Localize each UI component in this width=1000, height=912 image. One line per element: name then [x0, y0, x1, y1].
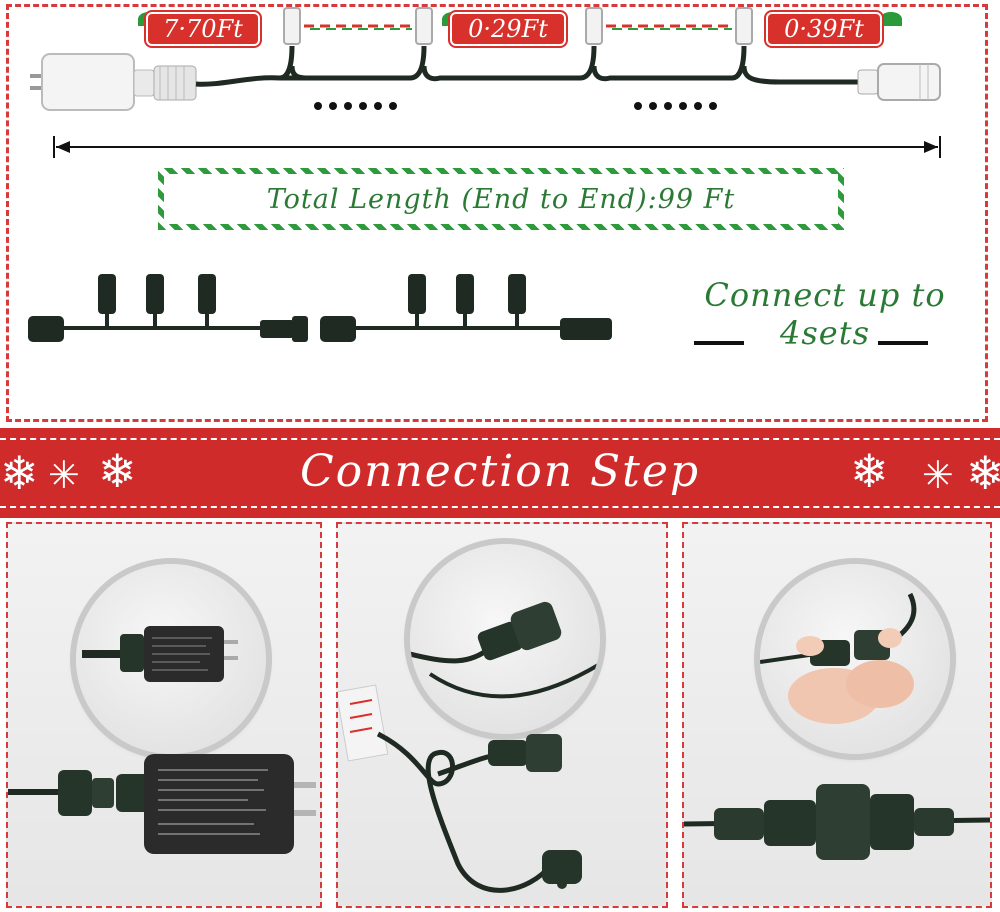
length-arrow — [53, 136, 941, 158]
total-length-box: Total Length (End to End):99 Ft — [158, 168, 844, 230]
snowflake-icon: ❄ — [850, 444, 889, 498]
adapter-photo — [8, 754, 316, 854]
light-set-1 — [28, 274, 308, 342]
connect-underline-right — [878, 341, 928, 345]
snowflake-icon: ✳ — [922, 453, 954, 497]
light-set-2 — [320, 274, 612, 342]
connected-sets-illustration — [28, 274, 612, 342]
connection-step-banner: ❄ ✳ ❄ Connection Step ❄ ✳ ❄ — [0, 428, 1000, 518]
step-panel-adapter — [6, 522, 322, 908]
banner-dashed-border — [0, 438, 1000, 508]
snowflake-icon: ✳ — [48, 453, 80, 497]
zoom-lens-adapter — [76, 564, 266, 754]
connect-sets-line1: Connect up to — [704, 276, 946, 314]
cable-photo — [338, 684, 582, 893]
total-length-label: Total Length (End to End):99 Ft — [266, 184, 736, 215]
snowflake-icon: ❄ — [98, 444, 137, 498]
snowflake-icon: ❄ — [966, 446, 1000, 500]
step-panel-cable — [336, 522, 668, 908]
light-string-diagram — [30, 7, 941, 111]
snowflake-icon: ❄ — [0, 446, 39, 500]
connect-sets-line2: 4sets — [780, 314, 870, 352]
zoom-lens-cable — [410, 544, 600, 734]
connected-plug-photo — [684, 784, 990, 860]
top-diagram-frame — [6, 4, 988, 422]
step-panel-connect — [682, 522, 992, 908]
zoom-lens-hands — [760, 564, 950, 754]
connect-underline-left — [694, 341, 744, 345]
holly-decoration — [880, 12, 902, 26]
banner-title: Connection Step — [299, 446, 701, 497]
segment-tag-middle: 0·29Ft — [452, 14, 564, 44]
power-adapter-illustration — [30, 53, 197, 111]
segment-tag-end: 0·39Ft — [768, 14, 880, 44]
segment-tag-lead: 7·70Ft — [148, 14, 258, 44]
